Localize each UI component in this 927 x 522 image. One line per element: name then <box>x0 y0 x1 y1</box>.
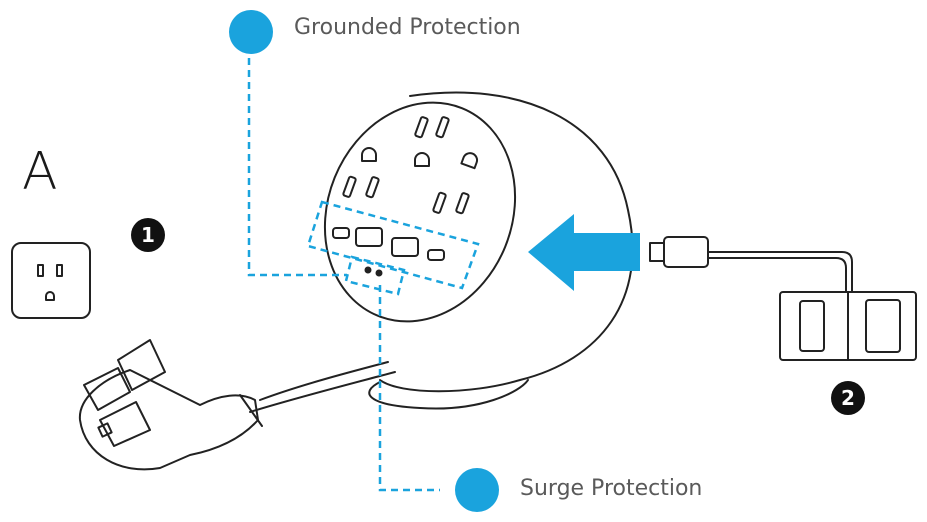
wall-outlet-icon <box>11 242 91 319</box>
power-strip <box>323 91 634 410</box>
surge-protection-label: Surge Protection <box>520 476 703 501</box>
usb-cable <box>649 236 853 293</box>
surge-leader-line <box>378 285 440 492</box>
section-letter: A <box>22 142 58 202</box>
surge-dot <box>455 468 499 512</box>
arrow-icon <box>528 214 640 291</box>
plug-and-cord <box>78 339 396 471</box>
devices-icon <box>779 291 917 361</box>
step-2-badge: 2 <box>831 381 865 415</box>
grounded-leader-line <box>247 58 347 277</box>
grounded-protection-label: Grounded Protection <box>294 15 521 40</box>
step-1-badge: 1 <box>131 218 165 252</box>
usb-port-highlight <box>306 200 480 290</box>
indicator-highlight <box>344 255 406 296</box>
grounded-dot <box>229 10 273 54</box>
